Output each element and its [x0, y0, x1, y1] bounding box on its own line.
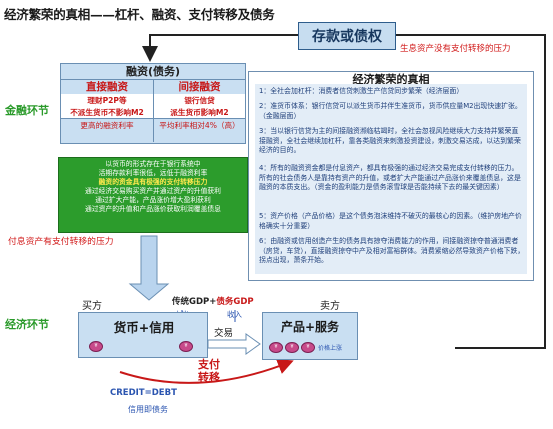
panel-item-6: 6：由融资或信用创造产生的债务具有掠夺消费能力的作用，间接融资掠夺普通消费者（房… [259, 237, 525, 265]
panel-item-5: 5：资产价格（产品价格）是这个债务泡沫维持不破灭的最核心的因素。（维护房地产价格… [259, 212, 522, 230]
credit-debt-label: CREDIT=DEBT [110, 388, 177, 398]
panel-item-1: 1：全社会加杠杆：消费者信贷刺激生产信贷同步繁荣（经济层面） [259, 87, 464, 95]
coin-icon: ¥ [301, 342, 315, 353]
prosperity-truth-panel: 经济繁荣的真相 1：全社会加杠杆：消费者信贷刺激生产信贷同步繁荣（经济层面） 2… [248, 71, 534, 281]
coin-icon: ¥ [89, 341, 103, 352]
indirect-example: 银行信贷 [184, 96, 215, 105]
panel-item-2: 2：准货币体系：银行信贷可以派生货币并伴生准货币，货币供应量M2出现快速扩张。（… [259, 102, 522, 120]
green-line-6: 通过资产的升值和产品涨价获取利润覆盖债息 [85, 204, 221, 213]
page-title: 经济繁荣的真相——杠杆、融资、支付转移及债务 [4, 7, 275, 22]
deposit-or-debt-box: 存款或债权 [298, 22, 396, 50]
credit-is-debt-label: 信用即债务 [128, 405, 168, 414]
pay-transfer-label: 支付转移 [198, 358, 220, 384]
green-line-5: 通过扩大产能，产品涨价增大盈利获利 [95, 195, 211, 204]
flow-down-arrow [128, 235, 170, 301]
price-up-label: 价格上涨 [318, 345, 343, 352]
product-service-label: 产品+服务 [280, 320, 340, 334]
interest-pressure-note: 付息资产有支付转移的压力 [8, 237, 114, 247]
product-service-box: 产品+服务 ¥ ¥ ¥ 价格上涨 [262, 312, 358, 360]
no-pressure-note: 生息资产没有支付转移的压力 [400, 44, 511, 54]
financing-table: 融资(债务) 直接融资 间接融资 理财P2P等 银行信贷 不派生货币不影响M2 … [60, 63, 246, 144]
money-credit-label: 货币+信用 [113, 320, 175, 335]
inflow-label: 收入 [227, 310, 242, 319]
green-line-3: 融资的资金具有极强的支付转移压力 [98, 177, 208, 186]
green-line-2: 活期存款利率很低，远低于融资利率 [98, 168, 208, 177]
indirect-rate: 平均利率相对4%（高） [159, 121, 240, 130]
coin-icon: ¥ [269, 342, 283, 353]
coin-icon: ¥ [179, 341, 193, 352]
panel-title: 经济繁荣的真相 [352, 73, 430, 86]
pay-transfer-arrow [119, 359, 294, 384]
trade-label: 交易 [214, 328, 234, 339]
panel-item-4: 4：所有的融资资金都是付息资产，都具有极强的通过经济交易完成支付转移的压力。所有… [259, 164, 521, 192]
finance-stage-label: 金融环节 [5, 104, 49, 117]
coin-icon: ¥ [285, 342, 299, 353]
gdp-label: 传统GDP+债务GDP [172, 295, 254, 307]
indirect-financing-header: 间接融资 [178, 81, 221, 93]
indirect-m2: 派生货币影响M2 [170, 108, 229, 117]
right-loop-line [394, 34, 546, 349]
trade-arrow [207, 333, 261, 355]
debt-to-finance-line [142, 34, 298, 62]
direct-example: 理财P2P等 [87, 96, 127, 105]
green-line-1: 以货币的形式存在于银行系统中 [105, 160, 201, 168]
panel-content: 1：全社会加杠杆：消费者信贷刺激生产信贷同步繁荣（经济层面） 2：准货币体系：银… [255, 84, 527, 274]
direct-m2: 不派生货币不影响M2 [70, 108, 144, 117]
direct-rate: 更高的融资利率 [80, 121, 134, 130]
buyer-label: 买方 [82, 301, 102, 312]
seller-label: 卖方 [320, 301, 340, 312]
panel-item-3: 3：当以银行信贷为主的间接融资濒临枯竭时，全社会忽视风险继续大力支持并繁荣直接融… [259, 127, 521, 155]
capital-pressure-box: 以货币的形式存在于银行系统中 活期存款利率很低，远低于融资利率 融资的资金具有极… [58, 157, 248, 233]
green-line-4: 通过经济交易购买资产并通过资产的升值获利 [85, 186, 221, 195]
gdp-label-text: 传统GDP+债务GDP [172, 297, 254, 307]
money-credit-box: 货币+信用 ¥ ¥ [78, 312, 208, 358]
direct-financing-header: 直接融资 [86, 81, 128, 93]
financing-table-title: 融资(债务) [61, 64, 245, 80]
economy-stage-label: 经济环节 [5, 318, 49, 331]
